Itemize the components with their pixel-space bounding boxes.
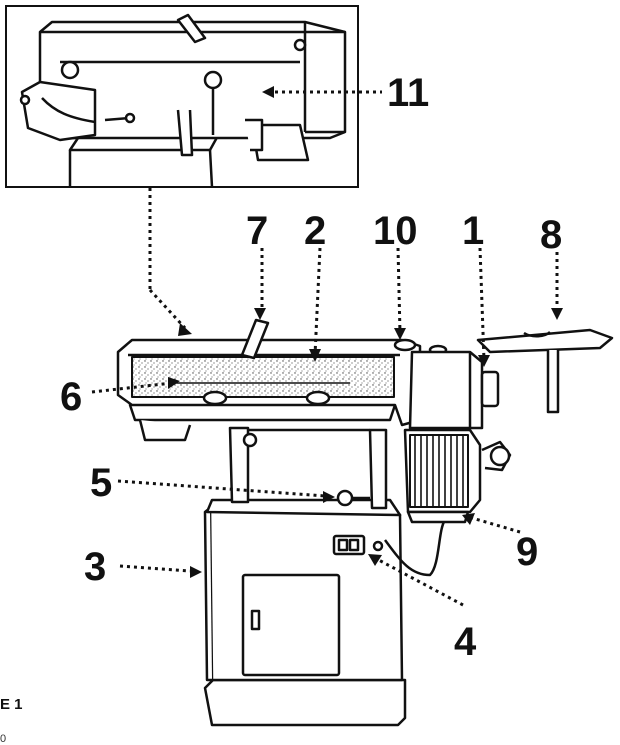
callouts: 1 2 3 4 5 6 7 8 9 10 11	[60, 71, 562, 664]
callout-2: 2	[304, 209, 326, 253]
edge-sander	[116, 318, 614, 727]
callout-5: 5	[90, 461, 112, 505]
leader-lines	[91, 90, 559, 607]
figure-sub-label: 0	[0, 733, 7, 745]
callout-1: 1	[462, 209, 484, 253]
callout-6: 6	[60, 375, 82, 419]
callout-9: 9	[516, 530, 538, 574]
callout-8: 8	[540, 213, 562, 257]
figure-label: E 1	[0, 696, 23, 713]
callout-4: 4	[454, 620, 477, 664]
arrowheads	[168, 86, 563, 578]
callout-7: 7	[246, 209, 268, 253]
callout-10: 10	[373, 209, 418, 253]
callout-3: 3	[84, 545, 106, 589]
callout-11: 11	[387, 71, 429, 115]
inset-detail	[5, 5, 359, 188]
